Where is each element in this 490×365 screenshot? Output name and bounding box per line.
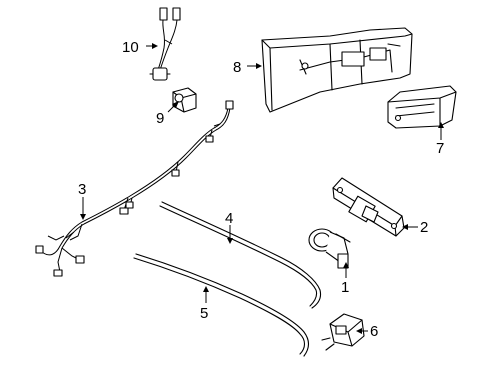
part-4-trim-strip xyxy=(159,201,322,309)
callout-9: 9 xyxy=(156,110,164,127)
part-2-sensor-mount-bracket xyxy=(332,177,405,237)
callout-2: 2 xyxy=(420,219,428,236)
part-7-control-module xyxy=(387,85,457,129)
callout-3: 3 xyxy=(78,181,86,198)
part-10-pigtail-connector xyxy=(149,7,181,81)
callout-7: 7 xyxy=(436,140,444,157)
callout-4: 4 xyxy=(225,210,233,227)
part-1-park-sensor xyxy=(308,228,351,269)
callout-10: 10 xyxy=(122,39,139,56)
callout-leaders xyxy=(80,43,444,334)
callout-5: 5 xyxy=(200,305,208,322)
part-3-wiring-harness xyxy=(35,100,234,277)
part-8-bracket-housing xyxy=(261,27,413,113)
part-5-trim-strip xyxy=(133,253,310,357)
part-6-switch-module xyxy=(321,313,365,351)
callout-1: 1 xyxy=(341,279,349,296)
part-9-sensor-bracket xyxy=(172,87,197,113)
callout-6: 6 xyxy=(370,323,378,340)
callout-8: 8 xyxy=(233,59,241,76)
